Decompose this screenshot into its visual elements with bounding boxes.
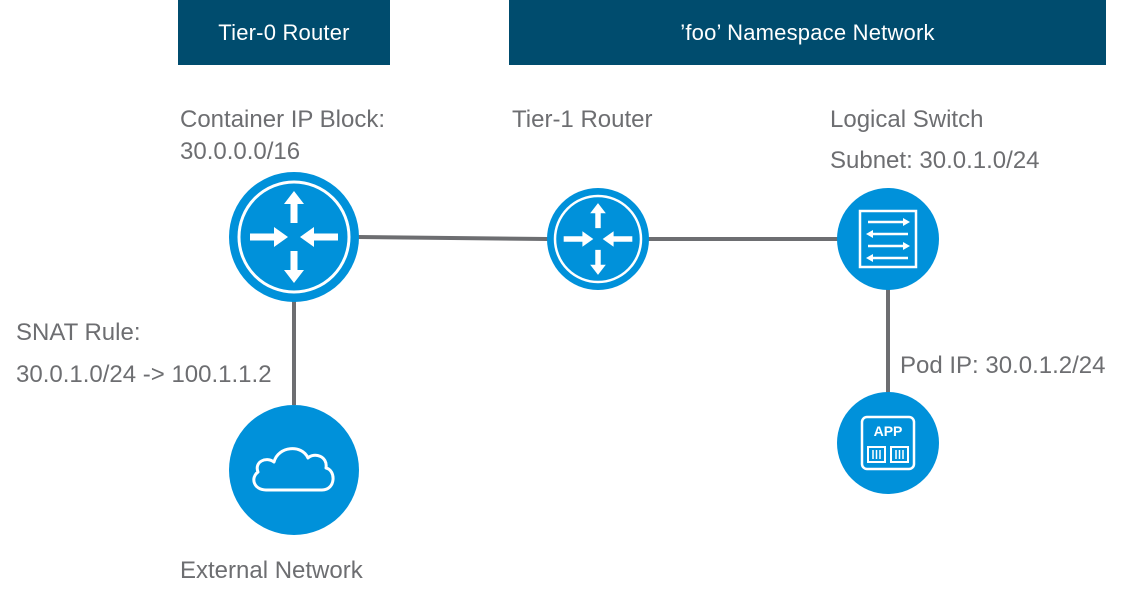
namespace-header-label: ’foo’ Namespace Network: [680, 19, 935, 45]
pod-ip-label: Pod IP: 30.0.1.2/24: [900, 352, 1106, 379]
tier0-header-label: Tier-0 Router: [218, 19, 350, 45]
app-icon: APP: [860, 415, 916, 471]
tier1-router-label: Tier-1 Router: [512, 106, 653, 133]
container-ip-block-label: Container IP Block: 30.0.0.0/16: [180, 104, 385, 168]
switch-icon: [858, 209, 918, 269]
tier0-header: Tier-0 Router: [178, 0, 390, 65]
link-tier0-tier1: [357, 235, 549, 241]
tier1-router-node[interactable]: [547, 188, 649, 290]
logical-switch-node[interactable]: [837, 188, 939, 290]
container-ip-block-title: Container IP Block:: [180, 106, 385, 133]
snat-rule-value: 30.0.1.0/24 -> 100.1.1.2: [16, 361, 272, 388]
snat-rule-title: SNAT Rule:: [16, 319, 141, 346]
pod-node[interactable]: APP: [837, 392, 939, 494]
logical-switch-label: Logical Switch: [830, 106, 984, 133]
app-text: APP: [874, 423, 903, 439]
links: [292, 235, 890, 405]
external-network-node[interactable]: [229, 405, 359, 535]
cloud-icon: [252, 447, 335, 492]
namespace-header: ’foo’ Namespace Network: [509, 0, 1106, 65]
external-network-label: External Network: [180, 557, 363, 584]
subnet-label: Subnet: 30.0.1.0/24: [830, 147, 1040, 174]
container-ip-block-value: 30.0.0.0/16: [180, 138, 301, 165]
tier0-router-node[interactable]: [229, 172, 359, 302]
